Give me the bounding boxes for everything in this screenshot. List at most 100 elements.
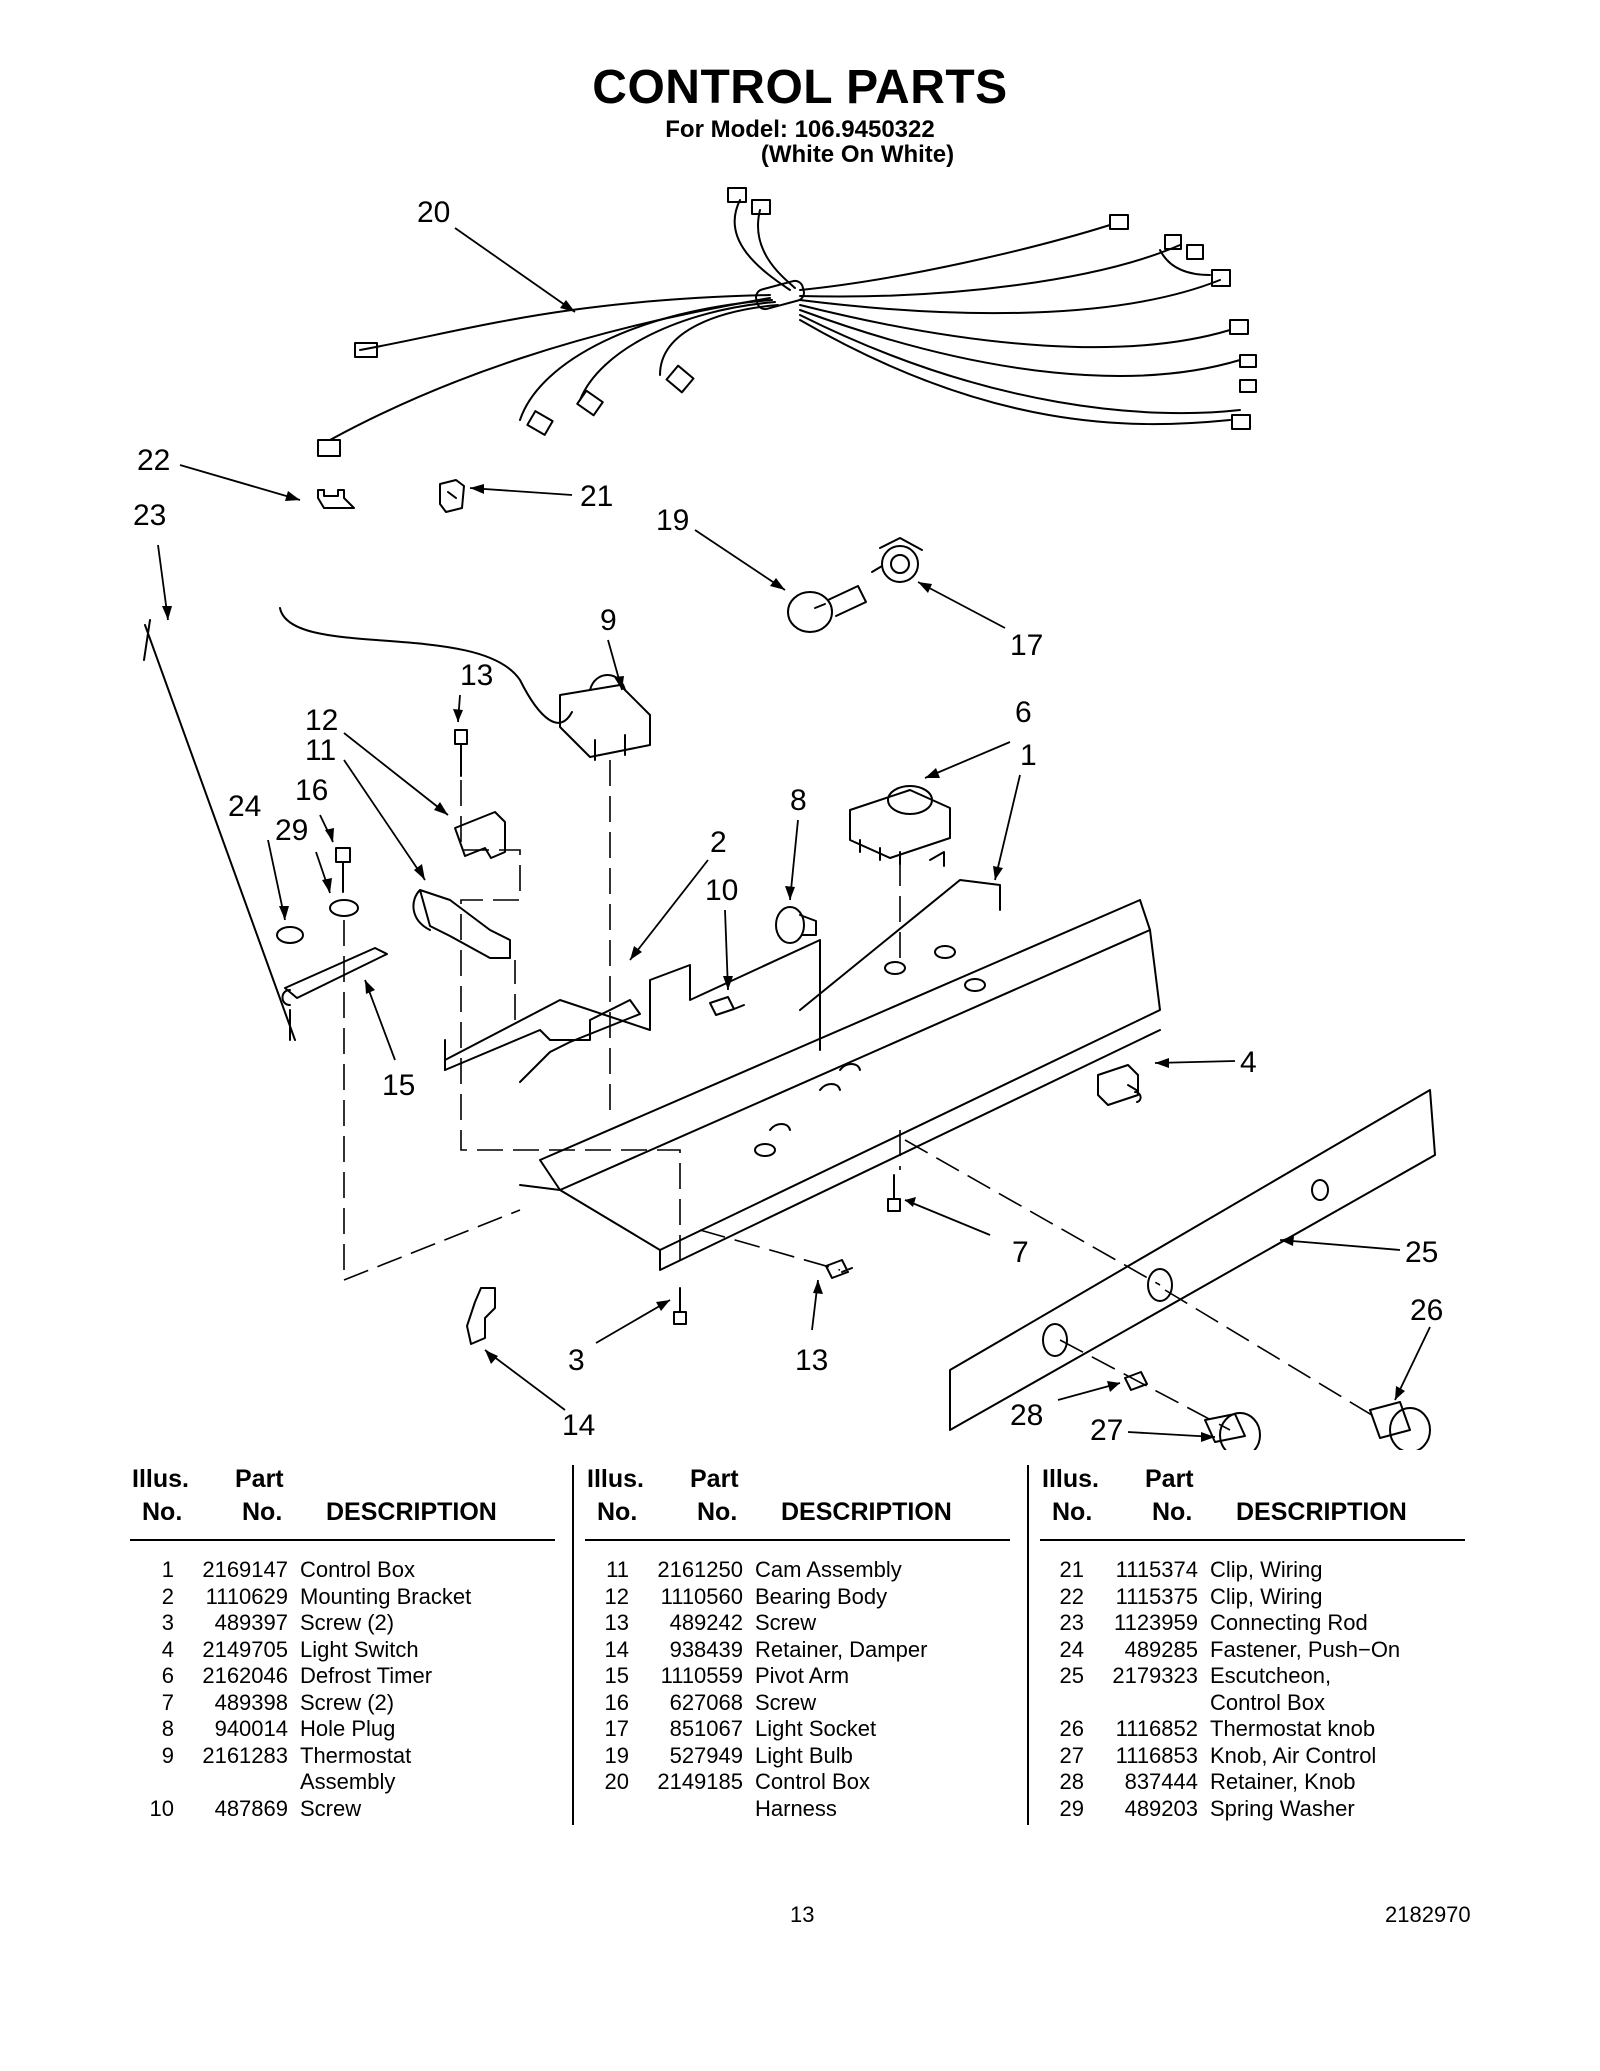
description-cell: Screw — [755, 1689, 817, 1715]
column-divider — [1027, 1465, 1029, 1825]
callout-3: 3 — [568, 1344, 585, 1377]
damper-retainer-drawing — [466, 1287, 496, 1345]
illus-no-cell: 19 — [604, 1742, 629, 1768]
wiring-clip-22 — [317, 489, 355, 509]
table-header: Illus. No. Part No. DESCRIPTION — [132, 1465, 497, 1526]
leader-21 — [469, 487, 573, 496]
connecting-rod-drawing — [143, 619, 296, 1041]
exploded-parts-diagram: 20 22 21 23 19 17 9 13 12 11 16 24 29 6 … — [133, 187, 1443, 1450]
description-cell: Assembly — [300, 1769, 396, 1794]
illus-no-cell: 14 — [604, 1636, 629, 1662]
illus-no-cell: 8 — [161, 1716, 174, 1741]
description-cell: Fastener, Push−On — [1210, 1636, 1401, 1662]
description-cell: Harness — [755, 1795, 837, 1821]
table-row: Harness — [585, 1796, 1017, 1823]
callout-17: 17 — [1010, 629, 1043, 662]
callout-4: 4 — [1240, 1046, 1257, 1079]
callout-20: 20 — [417, 196, 450, 229]
description-cell: Clip, Wiring — [1210, 1557, 1323, 1582]
illus-no-cell: 13 — [604, 1610, 629, 1635]
model-line: For Model: 106.9450322 — [665, 116, 935, 143]
description-cell: Retainer, Damper — [755, 1636, 928, 1662]
callout-2: 2 — [710, 826, 727, 859]
description-cell: Light Switch — [300, 1636, 419, 1662]
part-no-cell: 1115375 — [1115, 1583, 1198, 1609]
illus-no-cell: 26 — [1059, 1716, 1084, 1741]
description-cell: Spring Washer — [1210, 1795, 1355, 1821]
illus-no-cell: 7 — [161, 1689, 174, 1715]
callout-9: 9 — [600, 604, 617, 637]
callout-13-bottom: 13 — [795, 1344, 828, 1377]
part-no-cell: 527949 — [669, 1742, 743, 1768]
description-cell: Screw — [755, 1610, 817, 1635]
part-no-cell: 489397 — [214, 1610, 288, 1635]
description-cell: Light Socket — [755, 1716, 877, 1741]
table-row: 8 940014 Hole Plug — [130, 1716, 562, 1743]
thermostat-knob-drawing — [1369, 1401, 1431, 1450]
part-no-cell: 1123959 — [1113, 1610, 1198, 1635]
part-no-cell: 1115374 — [1115, 1557, 1198, 1582]
header-rule — [585, 1539, 1010, 1541]
illus-no-cell: 2 — [161, 1583, 174, 1609]
leader-2 — [629, 859, 709, 961]
part-no-cell: 1116852 — [1115, 1716, 1198, 1741]
part-no-cell: 851067 — [669, 1716, 743, 1741]
screw-13-bottom-drawing — [825, 1259, 853, 1279]
air-control-knob-drawing — [1204, 1412, 1261, 1450]
part-no-cell: 2161283 — [202, 1742, 288, 1768]
illus-no-cell: 11 — [606, 1557, 629, 1582]
mounting-bracket-drawing — [444, 939, 821, 1061]
page-number: 13 — [790, 1902, 815, 1927]
part-no-cell: 2149705 — [202, 1636, 288, 1662]
header-rule — [130, 1539, 555, 1541]
part-no-cell: 837444 — [1124, 1769, 1198, 1794]
description-cell: Thermostat — [300, 1742, 412, 1768]
part-no-cell: 487869 — [214, 1795, 288, 1821]
table-row: 17 851067 Light Socket — [585, 1716, 1017, 1743]
color-line: (White On White) — [760, 141, 955, 168]
part-no-cell: 489285 — [1124, 1636, 1198, 1662]
callout-14: 14 — [562, 1409, 595, 1442]
defrost-timer-drawing — [849, 785, 951, 865]
illus-no-cell: 22 — [1059, 1583, 1084, 1609]
description-cell: Knob, Air Control — [1210, 1742, 1377, 1768]
callout-29: 29 — [275, 814, 308, 847]
leader-15 — [364, 979, 396, 1061]
illus-no-cell: 17 — [604, 1716, 629, 1741]
leader-11 — [343, 759, 426, 881]
part-no-cell: 1110559 — [660, 1663, 743, 1688]
illus-no-cell: 28 — [1059, 1769, 1084, 1794]
part-no-cell: 2149185 — [657, 1769, 743, 1794]
part-no-cell: 940014 — [214, 1716, 288, 1741]
part-no-cell: 1110560 — [660, 1583, 743, 1609]
description-cell: Connecting Rod — [1210, 1610, 1368, 1635]
description-cell: Screw (2) — [300, 1689, 395, 1715]
description-cell: Hole Plug — [300, 1716, 396, 1741]
control-box-drawing — [444, 851, 1161, 1271]
part-no-cell: 1116853 — [1115, 1742, 1198, 1768]
part-no-cell: 2162046 — [202, 1663, 288, 1688]
callout-24: 24 — [228, 790, 261, 823]
part-no-cell: 938439 — [669, 1636, 743, 1662]
illus-no-cell: 25 — [1059, 1663, 1084, 1688]
callout-8: 8 — [790, 784, 807, 817]
callout-22: 22 — [137, 444, 170, 477]
leader-7 — [904, 1199, 991, 1236]
light-bulb-drawing — [787, 585, 867, 633]
description-cell: Clip, Wiring — [1210, 1583, 1323, 1609]
push-on-fastener-drawing — [276, 926, 304, 944]
table-header: Illus. No. Part No. DESCRIPTION — [587, 1465, 952, 1526]
